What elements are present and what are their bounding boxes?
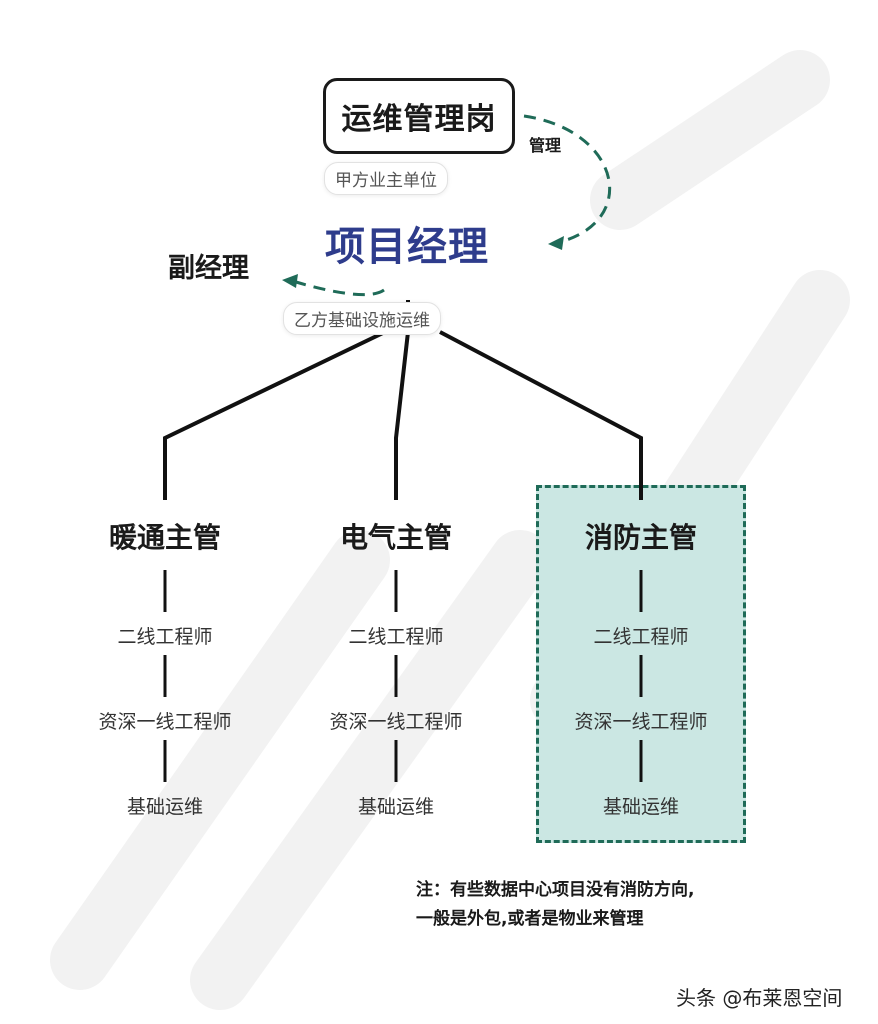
role-senior-first-line-engineer: 资深一线工程师	[574, 711, 708, 733]
arrow-head-icon	[282, 274, 298, 288]
ops-management-node: 运维管理岗	[323, 78, 515, 154]
role-senior-first-line-engineer: 资深一线工程师	[98, 711, 232, 733]
footnote: 注：有些数据中心项目没有消防方向, 一般是外包,或者是物业来管理	[416, 876, 694, 934]
manage-arrow-label: 管理	[529, 136, 562, 155]
electrical-supervisor: 电气主管	[339, 521, 452, 554]
footnote-line-1: 注：有些数据中心项目没有消防方向,	[416, 880, 695, 900]
role-basic-ops: 基础运维	[126, 796, 203, 818]
role-basic-ops: 基础运维	[602, 796, 679, 818]
role-senior-first-line-engineer: 资深一线工程师	[329, 711, 463, 733]
project-manager-title: 项目经理	[325, 224, 489, 270]
fire-protection-supervisor: 消防主管	[584, 521, 697, 554]
party-b-pill: 乙方基础设施运维	[283, 302, 441, 335]
attribution: 头条 @布莱恩空间	[676, 986, 843, 1010]
deputy-manager-title: 副经理	[168, 253, 249, 284]
party-a-pill: 甲方业主单位	[324, 162, 448, 195]
arrow-head-icon	[548, 236, 564, 250]
role-second-line-engineer: 二线工程师	[348, 626, 444, 648]
hvac-supervisor: 暖通主管	[108, 521, 221, 554]
role-second-line-engineer: 二线工程师	[117, 626, 213, 648]
role-second-line-engineer: 二线工程师	[593, 626, 689, 648]
footnote-line-2: 一般是外包,或者是物业来管理	[416, 909, 644, 929]
ops-management-title: 运维管理岗	[341, 102, 497, 137]
role-basic-ops: 基础运维	[357, 796, 434, 818]
